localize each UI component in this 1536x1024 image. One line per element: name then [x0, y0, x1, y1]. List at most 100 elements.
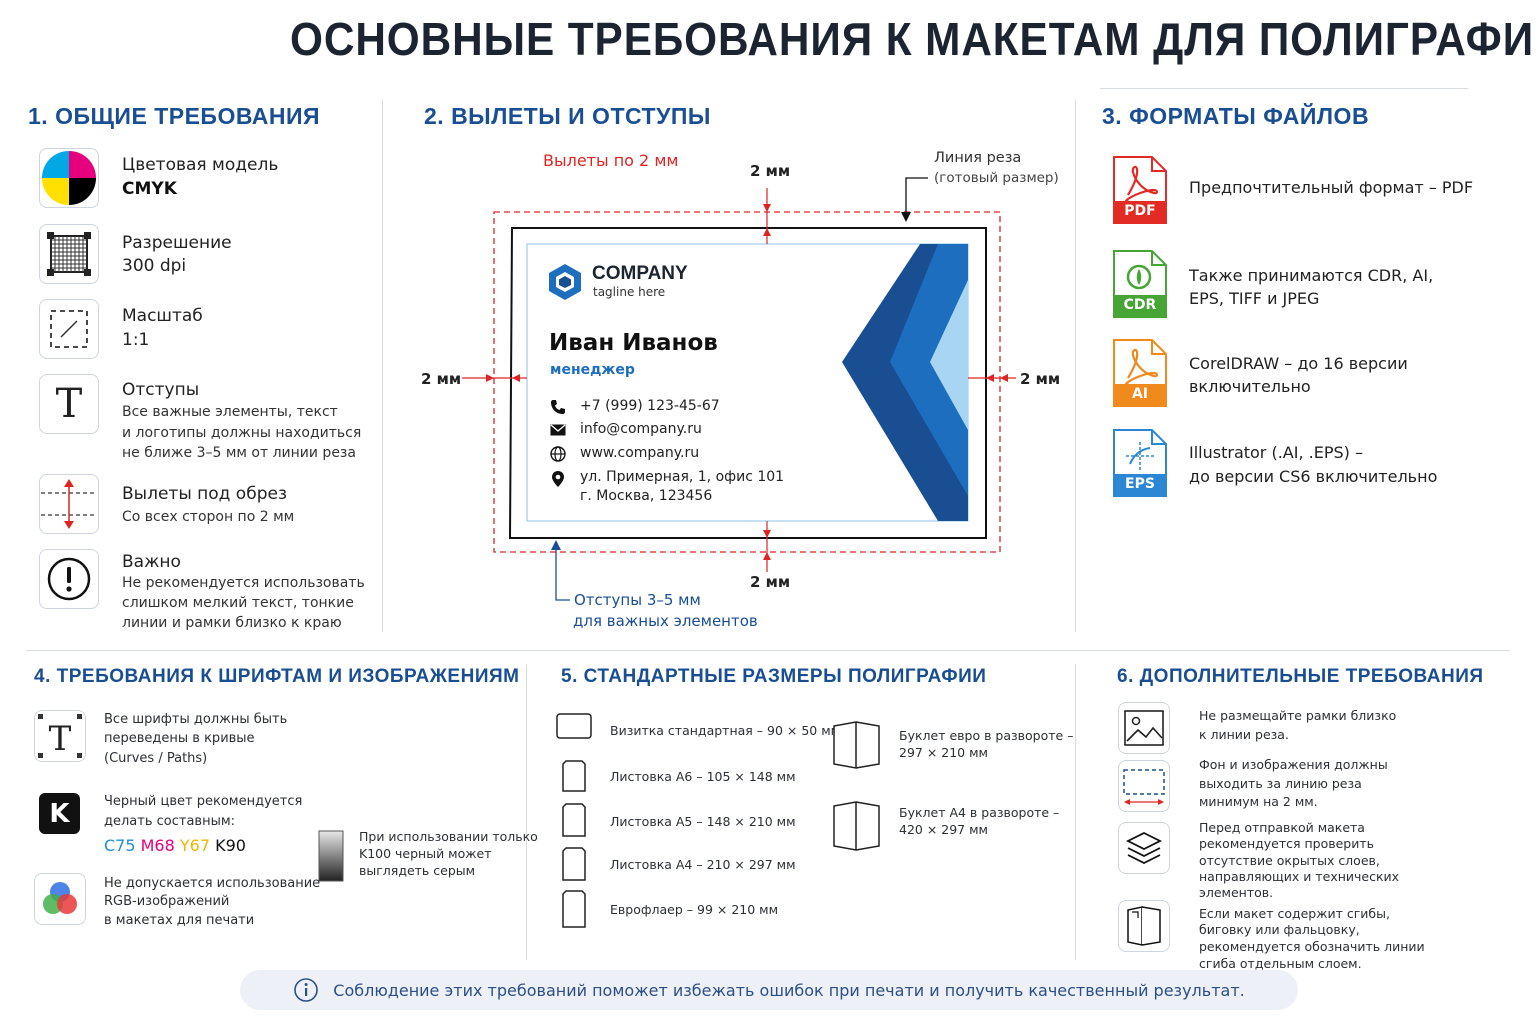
format-pdf-text: Предпочтительный формат – PDF	[1189, 178, 1474, 197]
mm-right-label: 2 мм	[1020, 370, 1061, 388]
eps-badge: EPS	[1125, 476, 1155, 492]
card-email: info@company.ru	[580, 421, 702, 437]
rgb-text-1: Не допускается использование	[104, 876, 321, 891]
size-booklet-euro-2: 297 × 210 мм	[899, 745, 988, 760]
leaflet-a5-icon	[562, 803, 586, 837]
size-business-card: Визитка стандартная – 90 × 50 мм	[610, 723, 841, 738]
cmyk-icon	[39, 148, 99, 208]
fold-booklet-icon	[1118, 900, 1170, 952]
black-text-2: делать составным:	[104, 814, 236, 829]
format-cdr-text-1: Также принимаются CDR, AI,	[1189, 266, 1434, 285]
extra-2-text-3: минимум на 2 мм.	[1199, 794, 1318, 809]
divider	[1075, 664, 1076, 960]
format-eps-text-1: Illustrator (.AI, .EPS) –	[1189, 443, 1363, 462]
section-title-extra: 6. ДОПОЛНИТЕЛЬНЫЕ ТРЕБОВАНИЯ	[1117, 666, 1484, 687]
resolution-grid-icon	[39, 224, 99, 284]
cdr-badge: CDR	[1123, 297, 1157, 313]
card-address-2: г. Москва, 123456	[580, 488, 713, 504]
size-booklet-a4-1: Буклет А4 в развороте –	[899, 805, 1060, 820]
cmyk-k: K90	[215, 836, 246, 855]
size-a5: Листовка А5 – 148 × 210 мм	[610, 814, 796, 829]
pdf-badge: PDF	[1124, 203, 1156, 219]
extra-2-text-2: выходить за линию реза	[1199, 776, 1362, 791]
bleeds-label: Вылеты под обрез	[122, 484, 287, 504]
margin-label-1: Отступы 3–5 мм	[574, 591, 701, 609]
cmyk-y: Y67	[179, 836, 211, 855]
footer-text: Соблюдение этих требований поможет избеж…	[333, 980, 1245, 1000]
business-card-icon	[556, 713, 592, 739]
color-model-value: CMYK	[122, 179, 177, 199]
black-text-1: Черный цвет рекомендуется	[104, 794, 303, 809]
section-title-general: 1. ОБЩИЕ ТРЕБОВАНИЯ	[28, 103, 321, 129]
size-euroflyer: Еврофлаер – 99 × 210 мм	[610, 902, 779, 917]
page-title: ОСНОВНЫЕ ТРЕБОВАНИЯ К МАКЕТАМ ДЛЯ ПОЛИГР…	[290, 13, 1536, 65]
card-role: менеджер	[550, 362, 635, 378]
image-frame-icon	[1118, 702, 1170, 754]
cmyk-c: C75	[104, 836, 136, 855]
card-name: Иван Иванов	[549, 330, 718, 356]
extra-1-text-1: Не размещайте рамки близко	[1199, 708, 1397, 723]
warning-exclamation-icon	[39, 549, 99, 609]
title-underline	[1100, 88, 1468, 89]
rgb-text-2: RGB-изображений	[104, 894, 230, 909]
card-web: www.company.ru	[580, 445, 700, 461]
section-title-bleeds: 2. ВЫЛЕТЫ И ОТСТУПЫ	[424, 103, 711, 129]
card-company: COMPANY	[592, 263, 688, 284]
k100-text-1: При использовании только	[359, 829, 538, 844]
cmyk-composite: C75 M68 Y67 K90	[104, 836, 246, 855]
bleed-label: Вылеты по 2 мм	[543, 151, 679, 170]
cmyk-m: M68	[140, 836, 175, 855]
black-k-icon: K	[39, 793, 80, 834]
fonts-text-2: переведены в кривые	[104, 731, 255, 746]
format-cdr-text-2: EPS, TIFF и JPEG	[1189, 289, 1320, 308]
section-title-sizes: 5. СТАНДАРТНЫЕ РАЗМЕРЫ ПОЛИГРАФИИ	[561, 666, 987, 687]
margins-text-1: Все важные элементы, текст	[122, 404, 338, 420]
k100-text-2: K100 черный может	[359, 846, 492, 861]
fonts-text-1: Все шрифты должны быть	[104, 712, 288, 727]
eps-file-icon	[1113, 429, 1167, 497]
divider	[1075, 100, 1076, 632]
globe-icon	[550, 446, 566, 462]
phone-icon	[551, 400, 565, 414]
card-tagline: tagline here	[593, 285, 666, 299]
leaflet-a4-icon	[562, 847, 586, 881]
format-eps-text-2: до версии CS6 включительно	[1189, 467, 1438, 486]
extra-2-text-1: Фон и изображения должны	[1199, 757, 1388, 772]
rgb-circles-icon	[34, 873, 86, 925]
fonts-text-3: (Curves / Paths)	[104, 751, 208, 766]
ai-file-icon	[1113, 339, 1167, 407]
color-model-label: Цветовая модель	[122, 155, 279, 175]
company-logo-icon	[549, 264, 581, 300]
pdf-file-icon	[1113, 156, 1167, 224]
extra-4-text-4: сгиба отдельным слоем.	[1199, 956, 1362, 971]
footer-note: Соблюдение этих требований поможет избеж…	[240, 970, 1298, 1010]
extra-3-text-1: Перед отправкой макета	[1199, 820, 1365, 835]
margins-text-2: и логотипы должны находиться	[122, 425, 362, 441]
cut-line-label: Линия реза	[934, 150, 1022, 166]
important-text-3: линии и рамки близко к краю	[122, 615, 342, 631]
layers-icon	[1118, 822, 1170, 874]
important-label: Важно	[122, 552, 181, 572]
cut-line-sublabel: (готовый размер)	[934, 170, 1059, 186]
important-text-1: Не рекомендуется использовать	[122, 575, 365, 591]
extra-4-text-1: Если макет содержит сгибы,	[1199, 906, 1390, 921]
section-title-formats: 3. ФОРМАТЫ ФАЙЛОВ	[1102, 103, 1370, 129]
card-address-1: ул. Примерная, 1, офис 101	[580, 469, 785, 485]
margins-label: Отступы	[122, 380, 200, 400]
svg-text:T: T	[49, 719, 72, 759]
text-t-icon: T	[39, 374, 99, 434]
booklet-a4-icon	[833, 801, 880, 851]
bleed-diagram	[462, 177, 1016, 601]
format-ai-text-2: включительно	[1189, 377, 1311, 396]
extra-4-text-3: рекомендуется обозначить линии	[1199, 939, 1425, 954]
format-ai-text-1: CorelDRAW – до 16 версии	[1189, 354, 1408, 373]
divider	[382, 100, 383, 632]
margin-label-2: для важных элементов	[573, 612, 758, 630]
cdr-file-icon	[1113, 250, 1167, 318]
resolution-value: 300 dpi	[122, 256, 187, 276]
size-booklet-a4-2: 420 × 297 мм	[899, 822, 988, 837]
size-booklet-euro-1: Буклет евро в развороте –	[899, 728, 1074, 743]
section-title-fonts: 4. ТРЕБОВАНИЯ К ШРИФТАМ И ИЗОБРАЖЕНИЯМ	[34, 666, 520, 687]
info-icon	[294, 978, 319, 1002]
extra-3-text-4: направляющих и технических	[1199, 869, 1400, 884]
